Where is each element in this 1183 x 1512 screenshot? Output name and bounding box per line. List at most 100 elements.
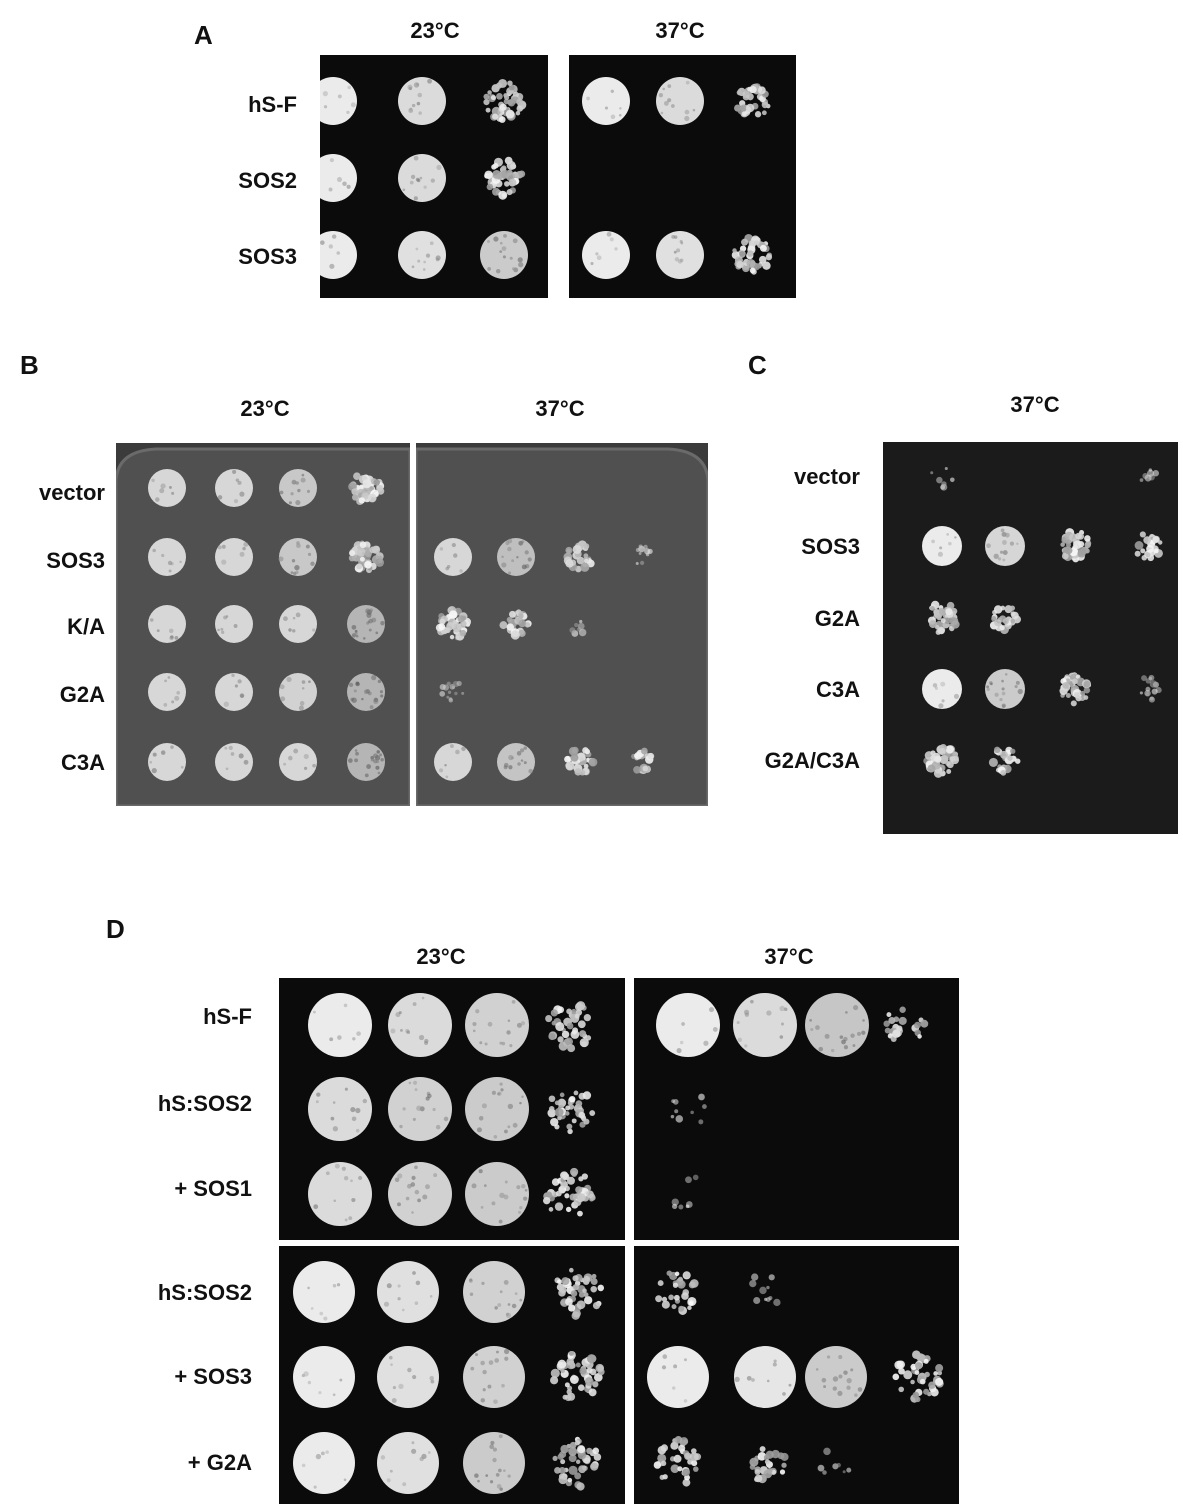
panel-c-row-label: C3A: [815, 677, 860, 702]
colony-spot: [554, 1267, 605, 1320]
colony-spot: [733, 993, 797, 1057]
panel-a-plate-23: [320, 55, 548, 298]
colony-spot: [552, 1436, 602, 1491]
colony-spot: [320, 154, 357, 202]
colony-spot: [1139, 468, 1159, 482]
colony-spot: [564, 746, 598, 776]
panel-a-plate-37: [569, 55, 796, 298]
colony-spot: [985, 669, 1025, 709]
colony-spot: [930, 466, 955, 491]
panel-c-plate-37: [883, 442, 1178, 834]
colony-spot: [215, 673, 253, 711]
panel-d-temp-37: 37°C: [764, 944, 814, 969]
panel-letter-d: D: [106, 914, 125, 944]
colony-spot: [293, 1346, 355, 1408]
colony-spot: [465, 1162, 529, 1226]
colony-spot: [463, 1261, 525, 1323]
panel-a-temp-37: 37°C: [655, 18, 705, 43]
panel-letter-a: A: [194, 20, 213, 50]
colony-spot: [308, 993, 372, 1057]
colony-spot: [550, 1350, 605, 1402]
colony-spot: [148, 743, 186, 781]
colony-spot: [279, 605, 317, 643]
colony-spot: [377, 1261, 439, 1323]
colony-spot: [543, 1167, 596, 1217]
colony-spot: [347, 673, 385, 711]
colony-spot: [1139, 674, 1162, 703]
colony-spot: [463, 1346, 525, 1408]
panel-c-row-label: SOS3: [801, 534, 860, 559]
colony-spot: [635, 544, 653, 566]
colony-spot: [320, 231, 357, 279]
colony-spot: [215, 469, 253, 507]
colony-spot: [434, 538, 472, 576]
colony-spot: [215, 743, 253, 781]
colony-spot: [388, 993, 452, 1057]
panel-c-row-label: G2A/C3A: [764, 748, 860, 773]
colony-spot: [279, 673, 317, 711]
petri-dish-rim: [116, 447, 410, 806]
colony-spot: [671, 1174, 699, 1210]
colony-spot: [377, 1432, 439, 1494]
colony-spot: [347, 743, 385, 781]
colony-spot: [215, 605, 253, 643]
panel-d-row-label: + SOS1: [174, 1176, 252, 1201]
panel-b-plate-37: [416, 443, 708, 806]
panel-b-row-label: SOS3: [46, 548, 105, 573]
colony-spot: [434, 743, 472, 781]
colony-spot: [279, 469, 317, 507]
panel-a-row-label: SOS3: [238, 244, 297, 269]
colony-spot: [215, 538, 253, 576]
colony-spot: [465, 1077, 529, 1141]
plate-colonies: [320, 77, 528, 279]
panel-c-temp-37: 37°C: [1010, 392, 1060, 417]
colony-spot: [923, 744, 960, 778]
colony-spot: [1059, 672, 1092, 707]
colony-spot: [631, 747, 655, 774]
colony-spot: [293, 1261, 355, 1323]
panel-d-row-label: + SOS3: [174, 1364, 252, 1389]
colony-spot: [499, 609, 532, 640]
plate-colonies: [656, 993, 929, 1210]
colony-spot: [545, 1001, 592, 1053]
colony-spot: [484, 156, 526, 200]
plate-colonies: [308, 993, 596, 1226]
colony-spot: [1060, 528, 1092, 563]
panel-b-temp-23: 23°C: [240, 396, 290, 421]
colony-spot: [582, 231, 630, 279]
colony-spot: [465, 993, 529, 1057]
colony-spot: [656, 231, 704, 279]
panel-b-plate-23: [116, 443, 410, 806]
panel-d-temp-23: 23°C: [416, 944, 466, 969]
colony-spot: [388, 1162, 452, 1226]
colony-spot: [398, 154, 446, 202]
colony-spot: [892, 1350, 944, 1403]
panel-letter-c: C: [748, 350, 767, 380]
colony-spot: [734, 1346, 796, 1408]
colony-spot: [547, 1090, 596, 1135]
colony-spot: [805, 993, 869, 1057]
colony-spot: [347, 605, 385, 643]
panel-b-temp-37: 37°C: [535, 396, 585, 421]
colony-spot: [749, 1273, 781, 1307]
colony-spot: [563, 540, 595, 573]
colony-spot: [483, 78, 527, 123]
plate-colonies: [293, 1261, 605, 1494]
plate-colonies: [922, 466, 1163, 778]
colony-spot: [922, 669, 962, 709]
colony-spot: [308, 1162, 372, 1226]
panel-a-row-label: SOS2: [238, 168, 297, 193]
colony-spot: [985, 526, 1025, 566]
colony-spot: [293, 1432, 355, 1494]
colony-spot: [655, 1270, 699, 1315]
panel-c-row-label: G2A: [814, 606, 860, 631]
panel-d-row-label: hS:SOS2: [157, 1280, 252, 1305]
plate-colonies: [582, 77, 773, 279]
panel-c-row-label: vector: [793, 464, 860, 489]
colony-spot: [817, 1447, 852, 1475]
panel-d-row-label: hS-F: [203, 1004, 252, 1029]
colony-spot: [308, 1077, 372, 1141]
colony-spot: [148, 605, 186, 643]
colony-spot: [989, 605, 1022, 635]
panel-a-row-label: hS-F: [248, 92, 297, 117]
